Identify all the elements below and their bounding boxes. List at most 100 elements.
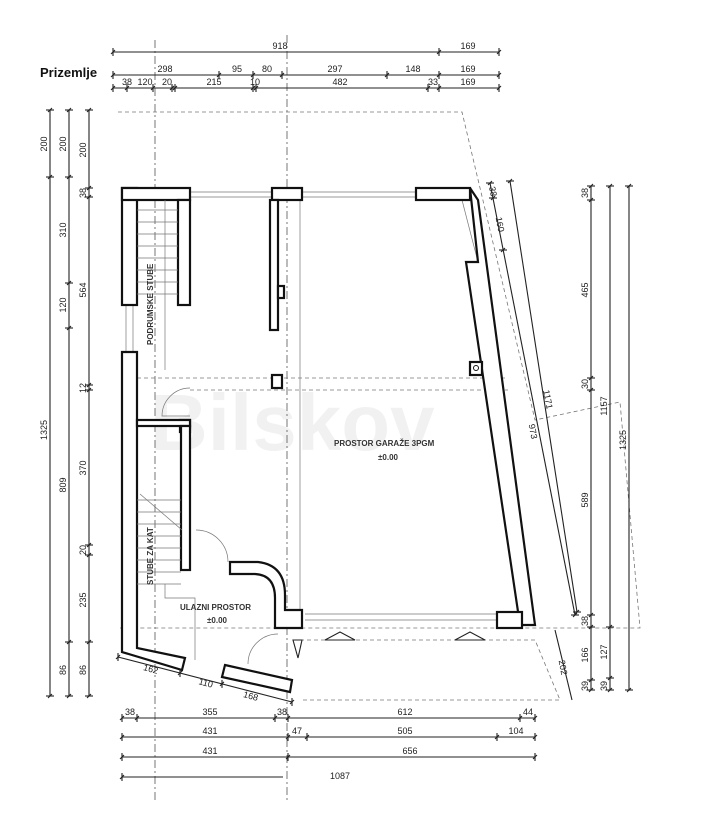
- dimension-label: 38: [122, 77, 132, 87]
- dimension-label: 104: [508, 726, 523, 736]
- dimension-label: 918: [272, 41, 287, 51]
- dimension-line: [588, 687, 594, 693]
- dimension-line: [626, 183, 632, 189]
- dimension-line: [507, 178, 513, 184]
- dimension-label: 200: [39, 136, 49, 151]
- dimension-line: [626, 687, 632, 693]
- dimension-line: [86, 194, 92, 200]
- dimension-line: [304, 734, 310, 740]
- dimension-line: [607, 675, 613, 681]
- dimension-label: 809: [58, 477, 68, 492]
- dimension-lines: [46, 48, 633, 781]
- dimension-line: [253, 85, 259, 91]
- dimension-label: 38: [580, 616, 590, 626]
- dimension-label: 1325: [618, 430, 628, 450]
- dimension-line: [119, 774, 125, 780]
- dimension-label: 431: [202, 726, 217, 736]
- dimension-label: 47: [292, 726, 302, 736]
- dimension-label: 1157: [599, 396, 609, 415]
- dimension-line: [496, 49, 502, 55]
- room-label-entrance: ULAZNI PROSTOR: [180, 603, 251, 612]
- doors: [161, 387, 486, 665]
- dimension-label: 431: [202, 746, 217, 756]
- dimension-line: [289, 699, 295, 705]
- room-level-entrance: ±0.00: [207, 616, 228, 625]
- dimension-label: 235: [78, 592, 88, 607]
- dimension-line: [47, 174, 53, 180]
- dimension-line: [177, 670, 183, 676]
- dimension-line: [110, 49, 116, 55]
- dimension-label: 564: [78, 282, 88, 297]
- dimension-line: [66, 280, 72, 286]
- dimension-label: 200: [78, 142, 88, 157]
- entry-arrow-icon: [324, 631, 356, 641]
- dimension-line: [509, 180, 578, 613]
- dimension-label: 310: [58, 222, 68, 237]
- dimension-label: 80: [262, 64, 272, 74]
- dimension-label: 297: [327, 64, 342, 74]
- dimension-label: 38: [487, 186, 499, 198]
- dimension-label: 202: [557, 659, 570, 676]
- dimension-label: 482: [332, 77, 347, 87]
- dimension-line: [588, 375, 594, 381]
- dimension-label: 38: [277, 707, 287, 717]
- dimension-label: 162: [142, 662, 159, 676]
- dimension-label: 20: [78, 545, 88, 555]
- dimension-label: 110: [198, 676, 214, 689]
- dimension-line: [588, 624, 594, 630]
- dimension-label: 86: [58, 665, 68, 675]
- dimension-line: [574, 609, 580, 615]
- dimension-line: [86, 542, 92, 548]
- room-level-garage: ±0.00: [378, 453, 399, 462]
- dimension-label: 38: [580, 188, 590, 198]
- room-label-stairs-up: STUBE ZA KAT: [146, 527, 155, 585]
- dimension-line: [86, 387, 92, 393]
- dimension-line: [86, 693, 92, 699]
- dimension-line: [517, 715, 523, 721]
- dimension-label: 589: [580, 492, 590, 507]
- dimension-line: [134, 715, 140, 721]
- dimension-label: 370: [78, 460, 88, 475]
- dimension-line: [425, 85, 431, 91]
- dimension-line: [86, 382, 92, 388]
- dimension-label: 30: [580, 379, 590, 389]
- dimension-label: 465: [580, 282, 590, 297]
- dimension-line: [219, 681, 225, 687]
- dimension-label: 39: [599, 681, 609, 691]
- dimension-label: 612: [397, 707, 412, 717]
- dimension-line: [150, 85, 156, 91]
- dimension-label: 505: [397, 726, 412, 736]
- dimension-line: [496, 72, 502, 78]
- dimension-line: [487, 180, 493, 186]
- dimension-line: [285, 754, 291, 760]
- dimension-line: [436, 85, 442, 91]
- dimension-label: 39: [580, 681, 590, 691]
- dimension-line: [86, 107, 92, 113]
- dimension-line: [66, 174, 72, 180]
- dimension-line: [86, 639, 92, 645]
- dimension-line: [532, 734, 538, 740]
- dimension-line: [285, 734, 291, 740]
- room-label-basement-stairs: PODRUMSKE STUBE: [146, 263, 155, 345]
- dimension-line: [86, 185, 92, 191]
- dimension-line: [279, 72, 285, 78]
- dimension-label: 169: [460, 41, 475, 51]
- windows: [125, 191, 497, 621]
- dimension-line: [119, 715, 125, 721]
- dimension-line: [216, 72, 222, 78]
- dimension-line: [607, 624, 613, 630]
- dimension-label: 200: [58, 136, 68, 151]
- dimension-label: 86: [78, 665, 88, 675]
- dimension-label: 33: [428, 77, 438, 87]
- dimension-line: [607, 687, 613, 693]
- dimension-label: 20: [162, 77, 172, 87]
- dimension-label: 1171: [541, 389, 555, 410]
- dimension-line: [124, 85, 130, 91]
- driveway-outline: [300, 639, 561, 701]
- entry-arrow-icon: [454, 631, 486, 641]
- dimension-label: 127: [599, 644, 609, 659]
- dimension-label: 12: [78, 383, 88, 393]
- dimension-label: 95: [232, 64, 242, 74]
